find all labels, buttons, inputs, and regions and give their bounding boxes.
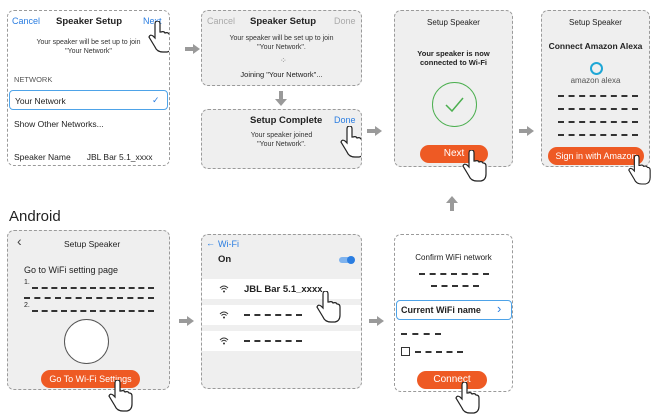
cancel-link-disabled: Cancel [207,16,236,26]
show-other-networks-row[interactable]: Show Other Networks... [8,114,169,133]
flow-arrow-icon [519,126,534,136]
hand-pointer-icon [462,150,487,182]
placeholder-line [415,351,463,353]
alexa-logo-icon [590,62,603,75]
android-wifi-panel: ← Wi-Fi On JBL Bar 5.1_xxxx [201,234,362,389]
page-title: Setup Speaker [64,239,121,249]
page-title: Speaker Setup [56,16,122,27]
android-section-label: Android [9,208,61,225]
page-title: Setup Speaker [427,18,480,27]
wifi-signal-icon [219,285,229,293]
flow-arrow-icon [367,126,382,136]
show-other-networks-label: Show Other Networks... [14,118,104,129]
hand-pointer-icon [148,21,169,53]
success-check-icon [432,82,477,127]
connected-message: Your speaker is now connected to Wi-Fi [417,49,490,68]
next-link[interactable]: Next [143,16,162,26]
connect-alexa-heading: Connect Amazon Alexa [548,41,643,51]
wifi-network-row[interactable] [202,331,361,351]
ios-alexa-panel: Setup Speaker Connect Amazon Alexa amazo… [541,10,650,167]
wifi-signal-icon [219,337,229,345]
ios-joining-panel: Cancel Speaker Setup Done Your speaker w… [201,10,362,86]
hand-pointer-icon [628,155,651,185]
placeholder-line [431,285,479,287]
placeholder-circle [64,319,109,364]
ios-speaker-setup-panel: Cancel Speaker Setup Next Your speaker w… [7,10,170,166]
placeholder-line [32,287,154,289]
your-network-label: Your Network [15,96,66,106]
joining-status: Joining "Your Network"... [240,70,323,79]
current-wifi-label: Current WiFi name [401,305,481,315]
flow-arrow-icon [185,44,200,54]
speaker-name-label: Speaker Name [14,151,71,162]
checkbox[interactable] [401,347,410,356]
flow-arrow-icon [275,91,287,106]
confirm-wifi-title: Confirm WiFi network [415,253,492,262]
wifi-signal-icon [219,311,229,319]
wifi-network-row[interactable]: JBL Bar 5.1_xxxx [202,279,361,299]
placeholder-line [401,333,441,335]
speaker-name-row[interactable]: Speaker Name JBL Bar 5.1_xxxx [8,147,169,165]
step-1-number: 1. [24,279,30,286]
placeholder-line [419,273,489,275]
speaker-name-value: JBL Bar 5.1_xxxx [86,151,153,162]
page-title: Speaker Setup [250,16,316,27]
android-setup-panel: ‹ Setup Speaker Go to WiFi setting page … [7,230,170,390]
setup-message: Your speaker will be set up to join "You… [229,35,334,51]
done-link-disabled: Done [334,16,356,26]
current-wifi-field[interactable]: Current WiFi name › [396,300,512,320]
page-title: Setup Complete [250,115,323,126]
your-network-row[interactable]: Your Network ✓ [9,90,168,110]
placeholder-line [558,121,638,123]
jbl-network-name: JBL Bar 5.1_xxxx [244,284,323,295]
joined-message: Your speaker joined "Your Network". [250,132,313,148]
placeholder-line [244,340,302,342]
spinner-icon: ⁘ [280,56,287,65]
nav-bar: Cancel Speaker Setup Next [8,11,169,31]
page-title: Setup Speaker [569,18,622,27]
flow-arrow-icon [369,316,384,326]
flow-arrow-icon [179,316,194,326]
back-arrow-icon[interactable]: ← [206,238,215,248]
placeholder-line [24,297,154,299]
connect-button[interactable]: Connect [417,371,487,389]
alexa-logo-text: amazon alexa [570,76,621,85]
wifi-title: Wi-Fi [218,239,239,249]
setup-message: Your speaker will be set up to join "You… [36,39,141,55]
network-section-header: NETWORK [14,75,53,84]
placeholder-line [558,108,638,110]
ios-setup-complete-panel: Setup Complete Done Your speaker joined … [201,109,362,169]
checkmark-icon: ✓ [152,95,160,105]
placeholder-line [558,134,638,136]
chevron-right-icon: › [497,301,502,316]
wifi-on-label: On [218,254,232,265]
android-confirm-panel: Confirm WiFi network Current WiFi name ›… [394,234,513,392]
placeholder-line [32,310,154,312]
hand-pointer-icon [108,380,133,412]
hand-pointer-icon [316,291,341,323]
wifi-setting-heading: Go to WiFi setting page [24,265,119,275]
placeholder-line [244,314,302,316]
done-link[interactable]: Done [334,115,356,125]
hand-pointer-icon [340,126,361,158]
wifi-toggle[interactable] [339,256,355,264]
sign-in-amazon-button[interactable]: Sign in with Amazon [548,147,644,165]
flow-arrow-icon [446,196,458,211]
placeholder-line [558,95,638,97]
back-icon[interactable]: ‹ [17,233,22,249]
step-2-number: 2. [24,302,30,309]
ios-connected-panel: Setup Speaker Your speaker is now connec… [394,10,513,167]
cancel-link[interactable]: Cancel [12,16,41,26]
hand-pointer-icon [455,382,480,414]
